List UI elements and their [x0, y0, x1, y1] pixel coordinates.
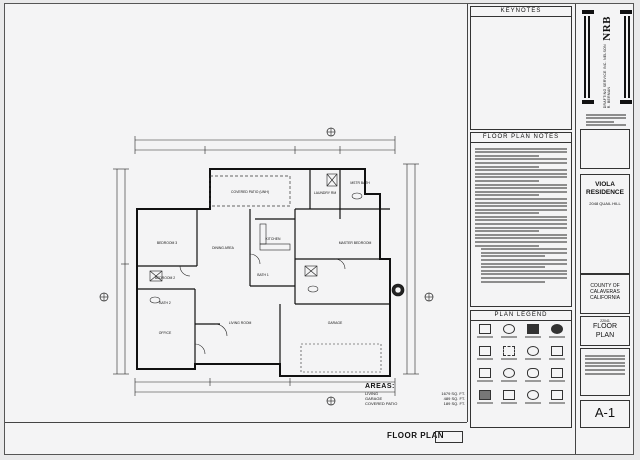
- room-label-dining-area: DINING AREA: [212, 246, 235, 250]
- light-fixture-icon: [527, 346, 539, 356]
- county-line-3: CALIFORNIA: [589, 295, 620, 301]
- county-box: COUNTY OF CALAVERAS CALIFORNIA: [580, 274, 630, 314]
- wall-symbol-icon: [479, 324, 491, 334]
- panel-symbol-icon: [551, 390, 563, 400]
- tub-symbol-icon: [527, 368, 539, 378]
- legend-item: [522, 346, 544, 366]
- legend-item: [498, 368, 520, 388]
- logo-subtitle: DRAFTING SERVICE INC. NELSON R. BERMAN: [603, 43, 611, 108]
- legend-item: [498, 324, 520, 344]
- logo-text: NRB DRAFTING SERVICE INC. NELSON R. BERM…: [594, 8, 620, 108]
- project-address: 2048 QUAIL HILL: [589, 201, 621, 206]
- hose-bibb-icon: [503, 346, 515, 356]
- drawing-area: COVERED PATIO (UNH) BEDROOM 3 MASTER BED…: [5, 4, 468, 422]
- legend-item: [474, 368, 496, 388]
- floor-plan-notes-header: FLOOR PLAN NOTES: [471, 133, 571, 143]
- room-label-bath-1: BATH 1: [257, 273, 269, 277]
- company-address-block: [586, 112, 626, 128]
- notes-column: KEYNOTES FLOOR PLAN NOTES PLAN LEGE: [467, 4, 575, 454]
- legend-item: [546, 324, 568, 344]
- county-line-2: CALAVERAS: [590, 289, 620, 295]
- room-label-garage: GARAGE: [328, 321, 343, 325]
- area-value: 189 SQ. FT.: [443, 401, 465, 406]
- exhaust-fan-icon: [479, 368, 491, 378]
- room-label-bath-2: BATH 2: [159, 301, 171, 305]
- outlet-symbol-icon: [527, 324, 539, 334]
- room-label-bedroom-3: BEDROOM 3: [157, 241, 177, 245]
- sheet-desc-line-2: PLAN: [595, 331, 615, 339]
- areas-title: AREAS:: [365, 383, 395, 390]
- room-label-bedroom-2: BEDROOM 2: [155, 276, 175, 280]
- room-label-laundry: LAUNDRY RM: [314, 191, 336, 195]
- legend-item: [546, 346, 568, 366]
- company-logo: NRB DRAFTING SERVICE INC. NELSON R. BERM…: [582, 8, 632, 108]
- area-value: 1679 SQ. FT.: [441, 391, 465, 396]
- door-symbol-icon: [479, 346, 491, 356]
- project-name-line-1: VIOLA: [595, 181, 615, 188]
- project-name-line-2: RESIDENCE: [586, 189, 624, 196]
- scale-box: [435, 431, 463, 443]
- revision-table: [580, 348, 630, 396]
- sheet-number-box: A-1: [580, 400, 630, 428]
- plan-legend-panel: PLAN LEGEND: [470, 310, 572, 428]
- legend-item: [546, 390, 568, 410]
- pillar-right-icon: [620, 10, 632, 104]
- area-value: 489 SQ. FT.: [443, 396, 465, 401]
- water-heater-icon: [551, 368, 563, 378]
- areas-table: AREAS: LIVING 1679 SQ. FT. GARAGE 489 SQ…: [365, 383, 465, 420]
- area-row: COVERED PATIO 189 SQ. FT.: [365, 401, 465, 406]
- legend-item: [474, 324, 496, 344]
- room-label-master-bath: MSTR BATH: [350, 181, 370, 185]
- plan-legend-header: PLAN LEGEND: [471, 311, 571, 321]
- smoke-detector-icon: [551, 324, 563, 334]
- room-label-covered-patio: COVERED PATIO (UNH): [231, 190, 269, 194]
- drawing-title-strip: FLOOR PLAN: [5, 422, 467, 455]
- room-label-living-room: LIVING ROOM: [229, 321, 252, 325]
- title-block: NRB DRAFTING SERVICE INC. NELSON R. BERM…: [575, 4, 634, 454]
- legend-grid: [471, 321, 571, 413]
- sheet-desc-line-1: FLOOR: [592, 323, 618, 330]
- window-symbol-icon: [503, 390, 515, 400]
- legend-item: [522, 368, 544, 388]
- legend-item: [522, 324, 544, 344]
- sheet-number: A-1: [594, 405, 616, 420]
- floor-plan-notes-panel: FLOOR PLAN NOTES: [470, 132, 572, 307]
- sheet-desc-box: 22041 FLOOR PLAN: [580, 316, 630, 346]
- legend-item: [498, 346, 520, 366]
- area-row: GARAGE 489 SQ. FT.: [365, 396, 465, 401]
- room-label-master-bedroom: MASTER BEDROOM: [339, 241, 372, 245]
- legend-item: [498, 390, 520, 410]
- area-label: COVERED PATIO: [365, 401, 398, 406]
- room-label-office: OFFICE: [159, 331, 172, 335]
- area-label: GARAGE: [365, 396, 383, 401]
- logo-mark: NRB: [601, 16, 613, 41]
- sheet-title: FLOOR PLAN: [387, 431, 444, 440]
- area-row: LIVING 1679 SQ. FT.: [365, 391, 465, 396]
- notes-text-block: [471, 143, 571, 287]
- area-label: LIVING: [365, 391, 379, 396]
- legend-item: [546, 368, 568, 388]
- legend-item: [474, 390, 496, 410]
- gas-outlet-icon: [527, 390, 539, 400]
- hatch-symbol-icon: [479, 390, 491, 400]
- room-label-kitchen: KITCHEN: [266, 237, 281, 241]
- keynotes-header: KEYNOTES: [471, 7, 571, 17]
- keynotes-panel: KEYNOTES: [470, 6, 572, 130]
- legend-item: [474, 346, 496, 366]
- switch-symbol-icon: [551, 346, 563, 356]
- drawing-sheet: COVERED PATIO (UNH) BEDROOM 3 MASTER BED…: [4, 3, 634, 455]
- ceiling-fan-icon: [503, 368, 515, 378]
- pillar-left-icon: [582, 10, 594, 104]
- fixture-symbol-icon: [503, 324, 515, 334]
- county-line-1: COUNTY OF: [590, 283, 620, 289]
- legend-item: [522, 390, 544, 410]
- project-info-box: VIOLA RESIDENCE 2048 QUAIL HILL: [580, 174, 630, 274]
- floor-plan-drawing: COVERED PATIO (UNH) BEDROOM 3 MASTER BED…: [99, 127, 434, 406]
- revision-stamp-box: [580, 129, 630, 169]
- job-number: 22041: [600, 319, 610, 323]
